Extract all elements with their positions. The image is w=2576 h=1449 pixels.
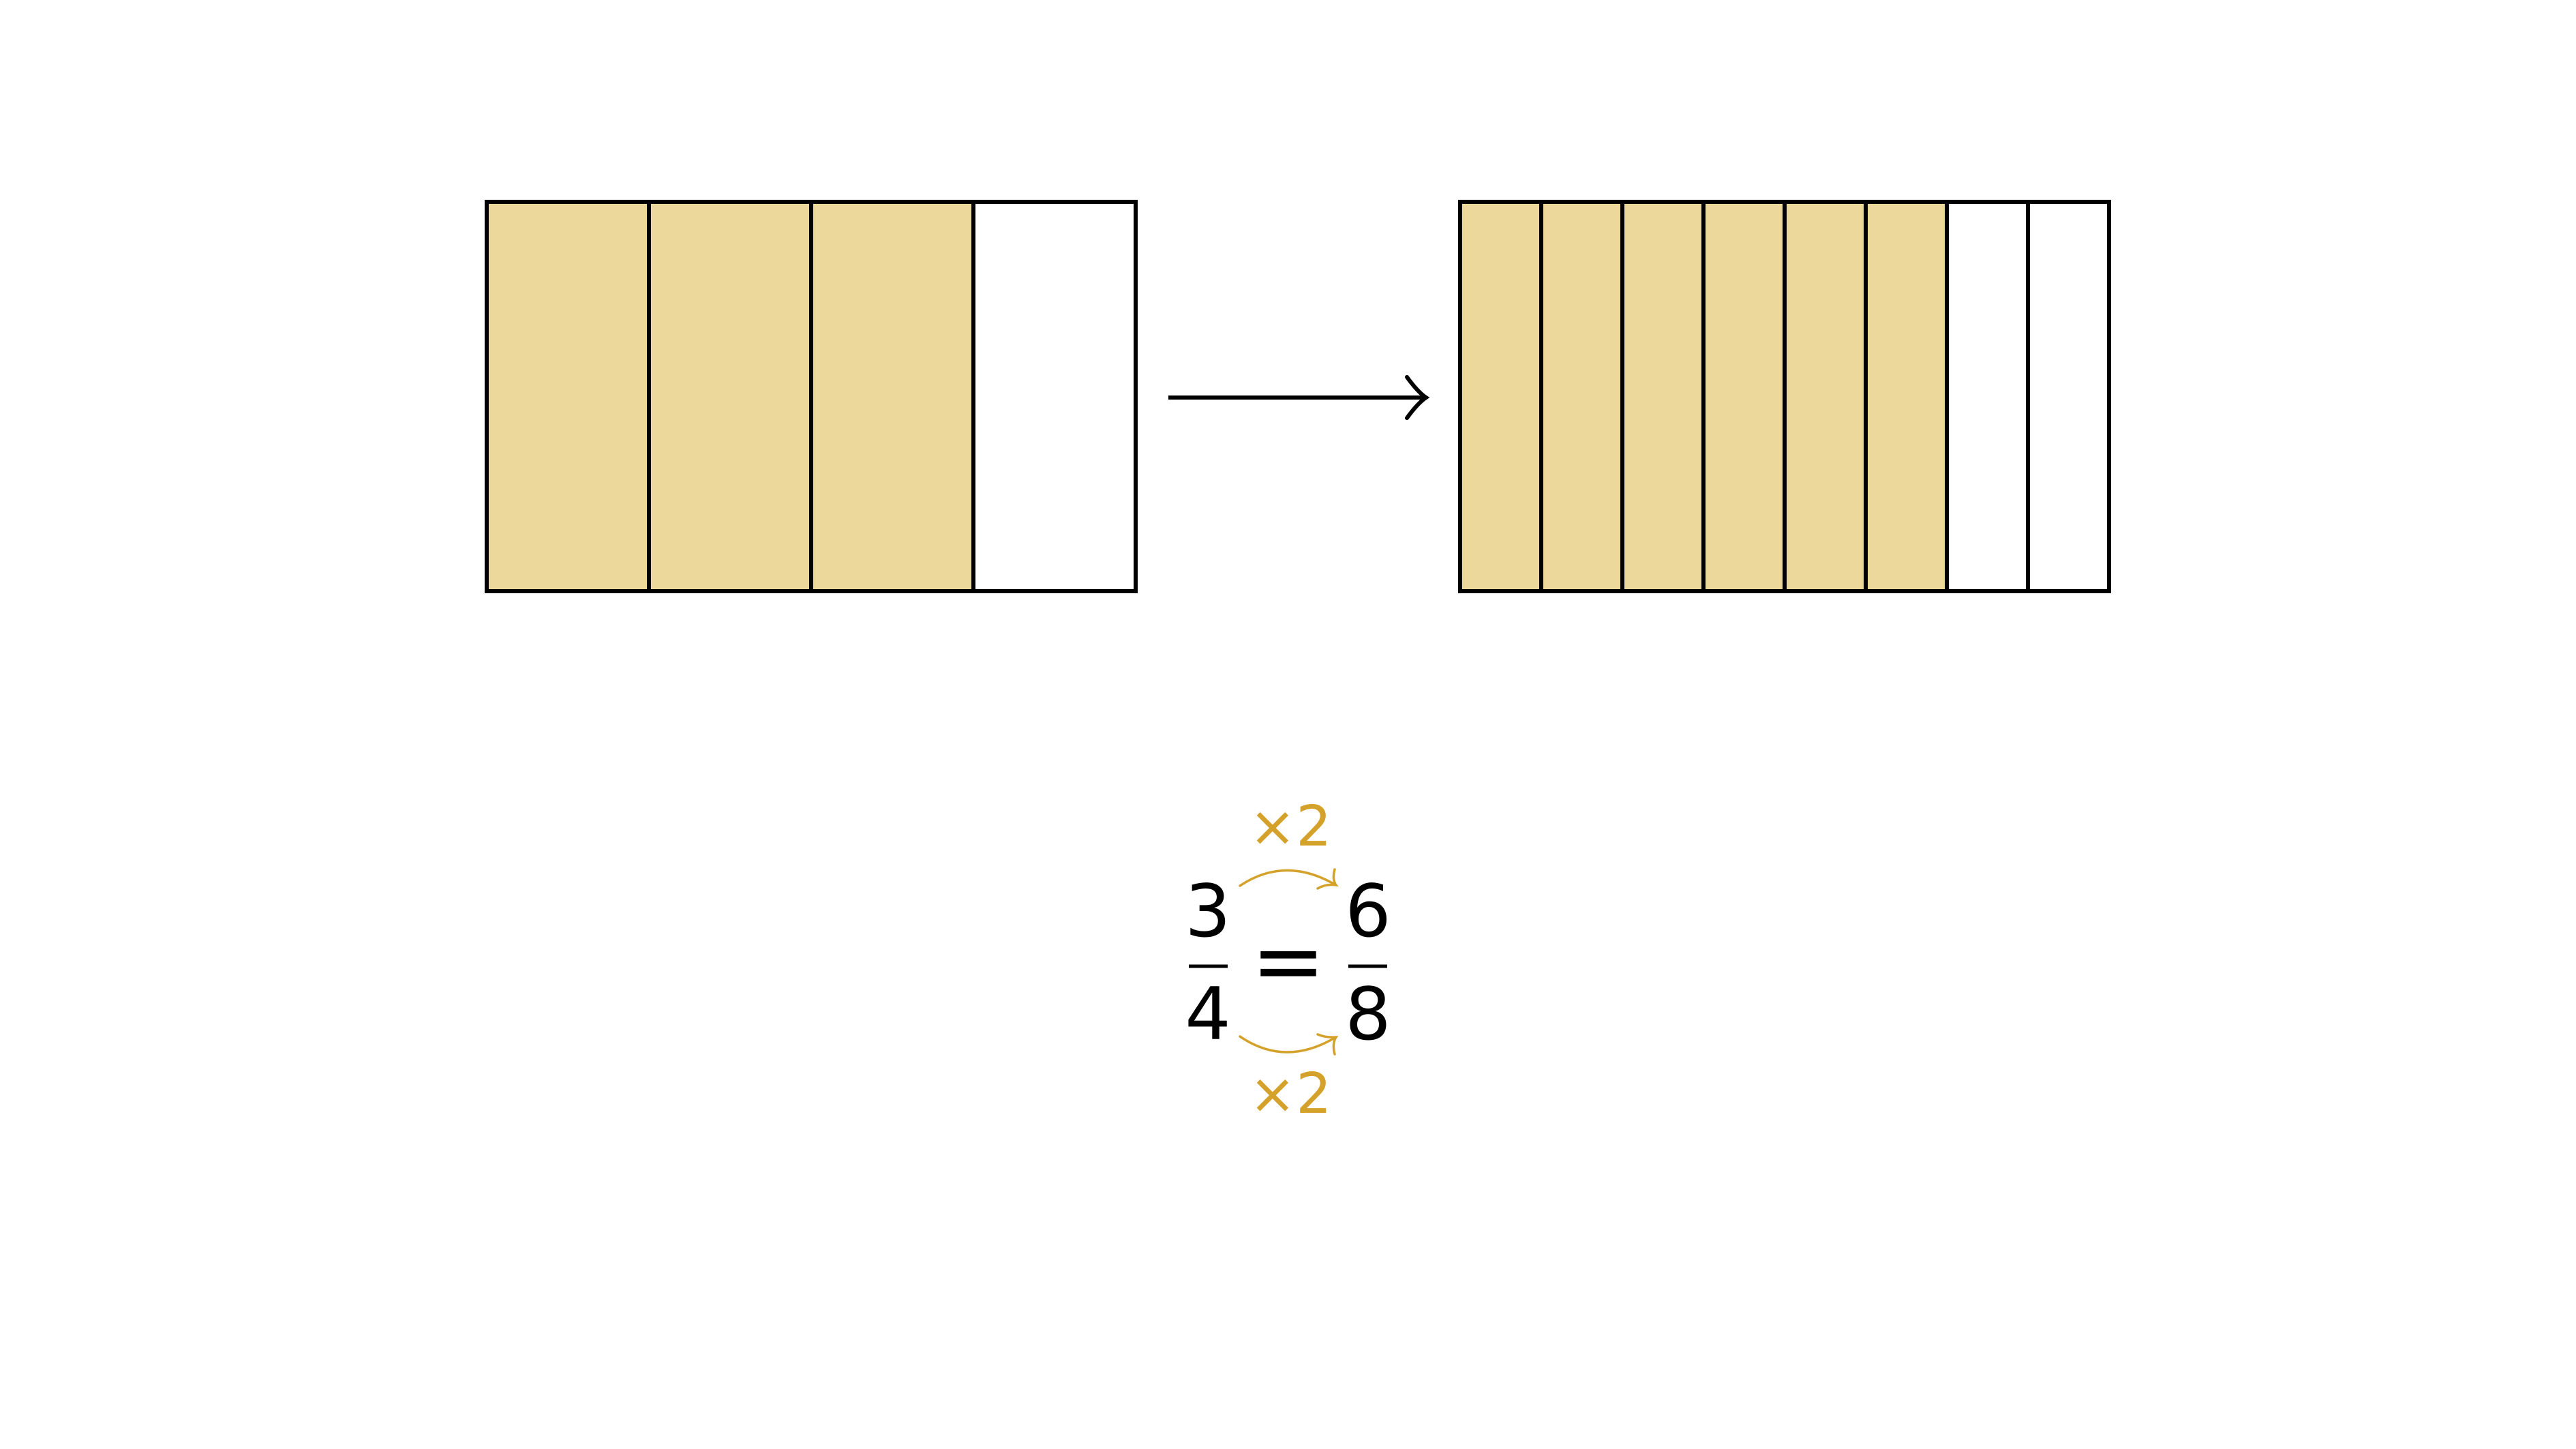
unshaded-part [971, 200, 1138, 593]
unshaded-part [2026, 200, 2111, 593]
equation: 3 4 = 6 8 ×2 ×2 [1185, 794, 1391, 1126]
shaded-part [1864, 200, 1949, 593]
shaded-part [1701, 200, 1787, 593]
fraction-bar-fourths [485, 200, 1138, 593]
unshaded-part [1945, 200, 2030, 593]
shaded-part [1539, 200, 1624, 593]
top-multiply-arrow [1239, 868, 1339, 890]
shaded-part [485, 200, 651, 593]
top-multiplier-label: ×2 [1249, 794, 1332, 859]
right-numerator: 6 [1345, 869, 1391, 953]
shaded-part [647, 200, 813, 593]
fraction-bar-eighths [1458, 200, 2111, 593]
right-denominator: 8 [1345, 972, 1391, 1056]
shaded-part [809, 200, 975, 593]
left-numerator: 3 [1185, 869, 1230, 953]
shaded-part [1458, 200, 1543, 593]
left-denominator: 4 [1185, 972, 1230, 1056]
equals-sign: = [1252, 909, 1326, 1013]
bottom-multiplier-label: ×2 [1249, 1062, 1332, 1126]
transform-arrow [1168, 375, 1430, 420]
shaded-part [1783, 200, 1868, 593]
bottom-multiply-arrow [1239, 1033, 1339, 1056]
shaded-part [1620, 200, 1706, 593]
